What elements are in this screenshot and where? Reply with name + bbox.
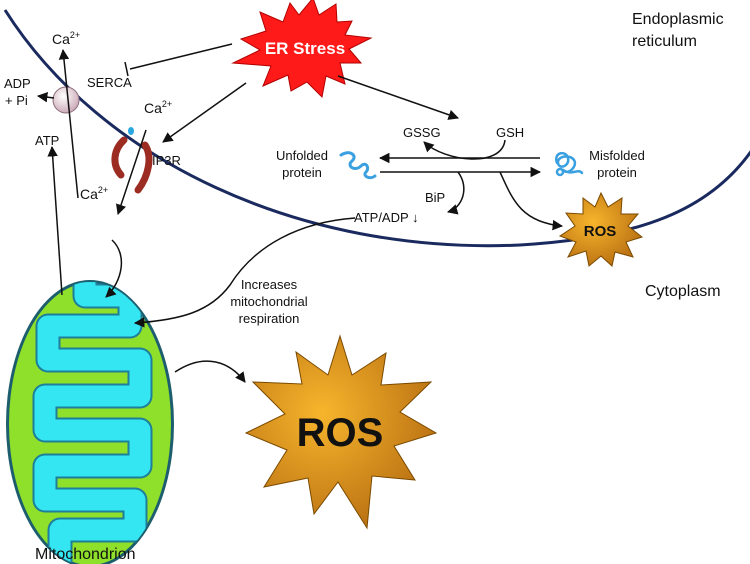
er-stress-label: ER Stress bbox=[265, 39, 345, 58]
cytoplasm-label: Cytoplasm bbox=[645, 283, 721, 300]
er-stress-burst bbox=[231, 0, 373, 99]
calcium-label-ip3r: Ca2+ bbox=[144, 99, 172, 116]
increases-label-line1: Increases bbox=[241, 277, 298, 292]
unfolded-protein-label-line2: protein bbox=[282, 165, 322, 180]
increases-label-line2: mitochondrial bbox=[230, 294, 307, 309]
mitochondrion bbox=[6, 280, 174, 564]
ros-large-burst bbox=[244, 334, 438, 530]
pi-label: + Pi bbox=[5, 93, 28, 108]
er-membrane bbox=[3, 9, 750, 248]
adp-label: ADP bbox=[4, 76, 31, 91]
ros-small-burst bbox=[558, 191, 644, 267]
atp-adp-label: ATP/ADP ↓ bbox=[354, 210, 419, 225]
unfolded-protein-label-line1: Unfolded bbox=[276, 148, 328, 163]
serca-pump bbox=[52, 86, 80, 114]
gssg-label: GSSG bbox=[403, 125, 441, 140]
ip3r-label: IP3R bbox=[152, 153, 181, 168]
mitochondrion-label: Mitochondrion bbox=[35, 546, 136, 563]
unfolded-protein-icon bbox=[339, 151, 377, 180]
bip-label: BiP bbox=[425, 190, 445, 205]
calcium-label-cytoplasm: Ca2+ bbox=[80, 185, 108, 202]
gsh-label: GSH bbox=[496, 125, 524, 140]
arrows bbox=[36, 43, 564, 383]
ros-small-label: ROS bbox=[584, 223, 617, 240]
ros-large-label: ROS bbox=[297, 411, 384, 455]
ip3r-channel bbox=[111, 127, 153, 194]
atp-label: ATP bbox=[35, 133, 59, 148]
misfolded-protein-label-line2: protein bbox=[597, 165, 637, 180]
er-label-line2: reticulum bbox=[632, 33, 697, 50]
misfolded-protein-label-line1: Misfolded bbox=[589, 148, 645, 163]
increases-label-line3: respiration bbox=[239, 311, 300, 326]
misfolded-protein-icon bbox=[555, 151, 584, 177]
calcium-ion bbox=[128, 127, 134, 135]
er-label-line1: Endoplasmic bbox=[632, 11, 724, 28]
calcium-label-er-lumen: Ca2+ bbox=[52, 30, 80, 47]
serca-label: SERCA bbox=[87, 75, 132, 90]
